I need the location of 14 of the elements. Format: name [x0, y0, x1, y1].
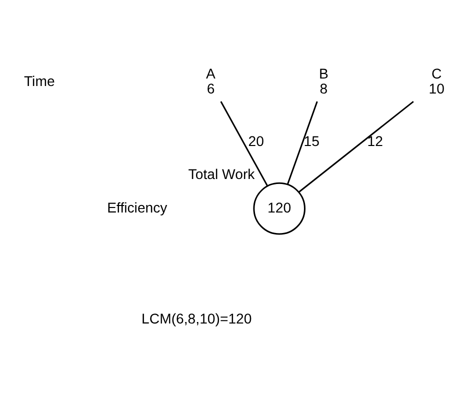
connector — [287, 101, 318, 184]
node-label: Total Work — [188, 166, 255, 182]
node-text: C 10 — [428, 65, 444, 96]
edge-label: 15 — [304, 132, 320, 149]
label: Efficiency — [107, 199, 168, 216]
connector — [220, 101, 268, 186]
connector — [298, 100, 414, 192]
node-circle: 120 — [253, 182, 306, 235]
node-text: A 6 — [206, 65, 216, 96]
edge-label: 12 — [367, 132, 383, 149]
label: Time — [24, 72, 55, 89]
label: LCM(6,8,10)=120 — [142, 310, 252, 327]
edge-label: 20 — [248, 132, 264, 149]
node-text: B 8 — [318, 65, 328, 96]
